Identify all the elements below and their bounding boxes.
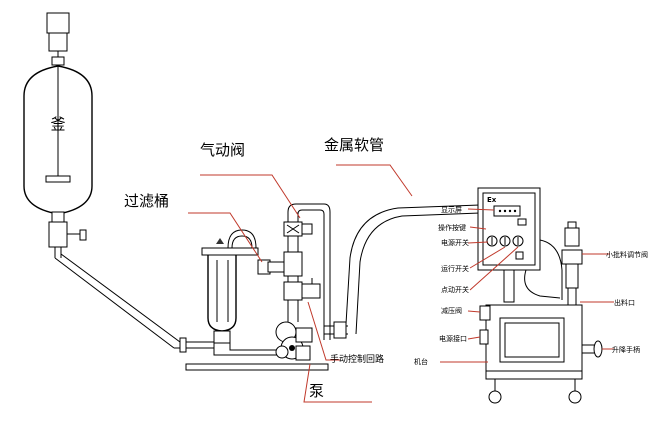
callout-power-port: 电源接口 bbox=[439, 334, 467, 343]
callout-display: 显示屏 bbox=[441, 206, 462, 214]
agitator-paddle bbox=[45, 175, 71, 183]
reactor-bottom-valve bbox=[48, 221, 68, 248]
pneumatic-valve-assembly bbox=[267, 203, 348, 340]
leader-lines bbox=[188, 164, 614, 403]
callout-keys: 操作按键 bbox=[438, 223, 466, 232]
metal-hose-label: 金属软管 bbox=[324, 136, 384, 154]
manual-loop-label: 手动控制回路 bbox=[330, 353, 384, 365]
filter-marker bbox=[216, 238, 224, 244]
wheel-left bbox=[488, 390, 502, 404]
callout-outlet: 出料口 bbox=[614, 298, 635, 307]
reactor-motor bbox=[46, 12, 70, 34]
pump-label: 泵 bbox=[309, 382, 324, 400]
diaphragm-pump bbox=[275, 321, 313, 361]
wheel-right bbox=[568, 390, 582, 404]
reactor-vessel bbox=[23, 65, 93, 215]
callout-reducer: 减压阀 bbox=[441, 306, 462, 315]
reactor: 釜 bbox=[23, 12, 93, 258]
pneumatic-valve-label: 气动阀 bbox=[200, 141, 245, 159]
metal-hose bbox=[345, 204, 481, 335]
pressure-reducer bbox=[479, 305, 491, 321]
callout-run: 运行开关 bbox=[441, 264, 469, 273]
labels: 过滤桶 气动阀 金属软管 泵 手动控制回路 显示屏 操作按键 电源开关 运行开关… bbox=[124, 136, 648, 400]
control-panel: Ex bbox=[477, 187, 603, 404]
metering-valve bbox=[564, 227, 580, 247]
callout-machine: 机台 bbox=[414, 357, 428, 366]
panel-display bbox=[493, 205, 521, 217]
callout-jog: 点动开关 bbox=[441, 285, 469, 294]
callout-power: 电源开关 bbox=[441, 238, 469, 247]
reactor-label: 釜 bbox=[50, 115, 65, 133]
callout-lift-handle: 升降手柄 bbox=[612, 345, 640, 354]
callout-metering-valve: 小批料调节阀 bbox=[606, 250, 648, 259]
filter-bucket bbox=[201, 229, 284, 356]
panel-logo: Ex bbox=[487, 196, 497, 204]
reactor-to-filter-pipe bbox=[54, 253, 214, 353]
pump-base bbox=[185, 363, 329, 371]
filter-bucket-label: 过滤桶 bbox=[124, 192, 169, 210]
